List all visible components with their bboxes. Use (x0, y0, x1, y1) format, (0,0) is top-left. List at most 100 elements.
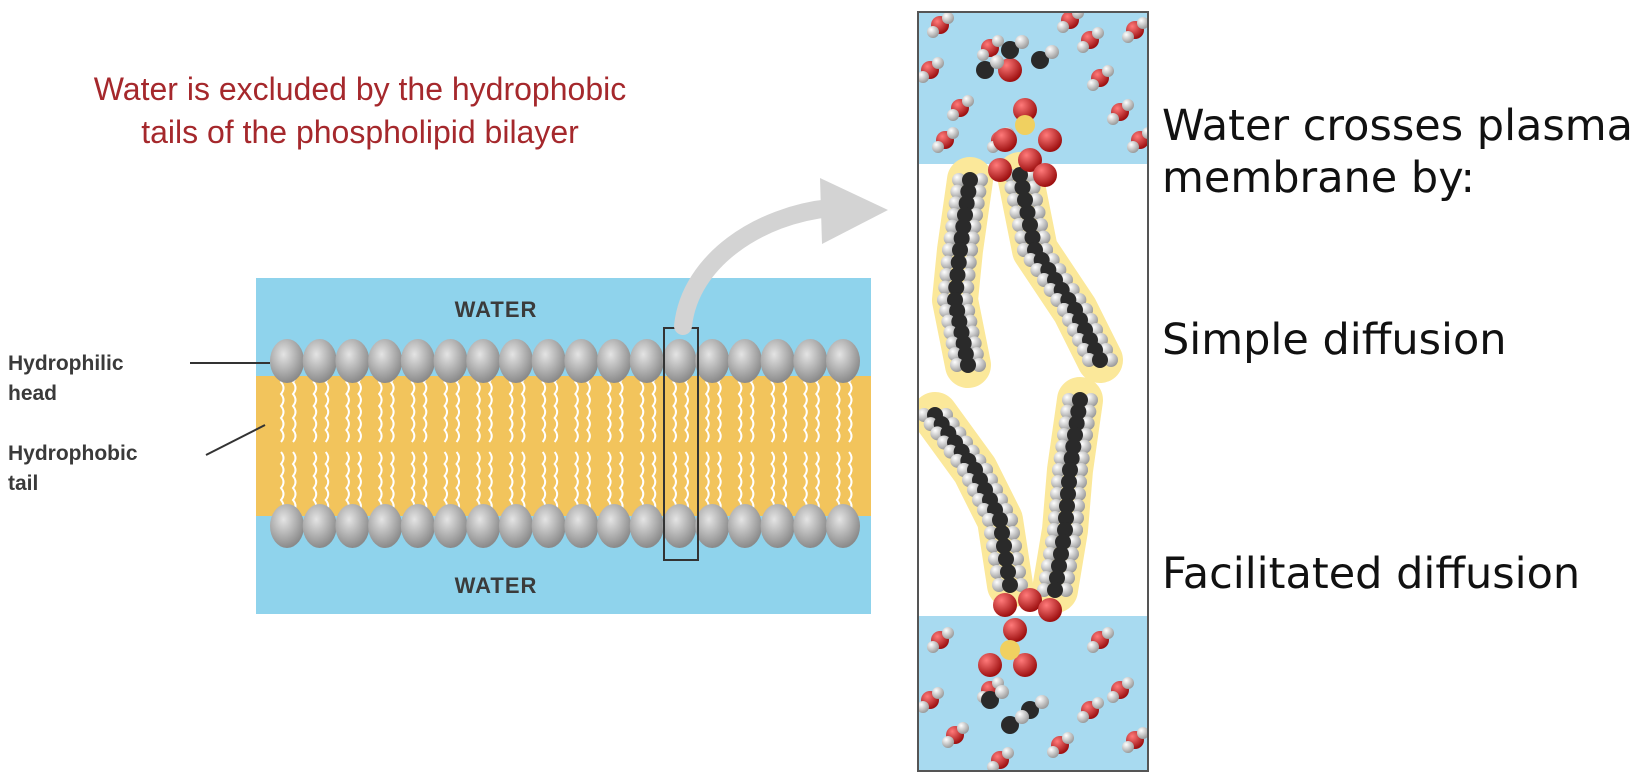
hydrogen-atom (1007, 193, 1021, 207)
hydrogen-atom (988, 552, 1002, 566)
hydrogen-atom (1052, 463, 1066, 477)
hydrogen-atom (942, 12, 954, 24)
hydrogen-atom (1043, 283, 1058, 297)
head-bottom (335, 504, 370, 548)
hydrogen-atom (1014, 578, 1028, 592)
head-bottom (662, 504, 697, 548)
hydrogen-atom (1104, 353, 1118, 367)
hydrogen-atom (957, 722, 969, 734)
hydrogen-atom (945, 219, 960, 234)
carbon-atom (1061, 474, 1077, 490)
carbon-atom (957, 207, 973, 223)
oxygen-atom (993, 128, 1017, 152)
head-top (400, 339, 435, 383)
hydrogen-atom (1069, 523, 1083, 537)
hydrogen-atom (977, 49, 989, 61)
carbon-atom (1024, 229, 1041, 246)
hydrogen-atom (1061, 571, 1075, 585)
tail-line (377, 369, 383, 443)
carbon-atom (1072, 392, 1088, 408)
tail-line (782, 369, 788, 443)
hydrophobic-tail-label-2: tail (8, 472, 38, 495)
hydrophilic-head-label: Hydrophilic (8, 352, 124, 375)
hydrogen-atom (1055, 439, 1070, 454)
tail-line (475, 369, 481, 443)
oxygen-atom (1018, 588, 1042, 612)
head-bottom (270, 504, 304, 548)
hydrogen-atom (959, 293, 973, 307)
head-bottom (826, 504, 860, 548)
hydrogen-atom (942, 736, 954, 748)
hydrogen-atom (969, 347, 984, 362)
hydrogen-atom (1009, 205, 1024, 220)
head-top (695, 339, 730, 383)
tail-line (606, 369, 612, 443)
hydrogen-atom (990, 55, 1004, 69)
hydrogen-atom (1051, 475, 1065, 489)
hydrophilic-heads (270, 339, 860, 548)
head-bottom (400, 504, 435, 548)
hydrogen-atom (964, 243, 978, 257)
carbon-atom (981, 691, 999, 709)
tail-line (553, 369, 559, 443)
carbon-atom (1053, 546, 1069, 562)
hydrogen-atom (992, 578, 1006, 592)
tail-line (651, 369, 657, 443)
hydrogen-atom (1072, 12, 1084, 19)
tail-line (422, 369, 428, 443)
hydrogen-atom (984, 526, 998, 540)
hydrogen-atom (1122, 31, 1134, 43)
hydrogen-atom (1071, 499, 1085, 513)
tail-line (704, 369, 710, 443)
head-top (433, 339, 468, 383)
hydrogen-atom (945, 336, 960, 351)
hydrogen-atom (1075, 451, 1090, 466)
curved-arrow-icon (674, 199, 839, 335)
tail-line (455, 369, 461, 443)
hydrogen-atom (948, 196, 963, 211)
head-bottom (368, 504, 403, 548)
hydrogen-atom (1058, 416, 1073, 431)
head-top (727, 339, 762, 383)
hydrogen-atom (967, 336, 982, 351)
hydrogen-atom (952, 173, 966, 187)
hydrogen-atom (1080, 416, 1095, 431)
head-bottom (695, 504, 730, 548)
carbon-atom (1067, 427, 1083, 443)
hydrogen-atom (947, 109, 959, 121)
hydrogen-atom (1050, 487, 1064, 501)
water-top-label: WATER (455, 297, 538, 322)
hydrogen-atom (982, 513, 996, 527)
side-heading: Water crosses plasma membrane by: (1162, 100, 1633, 204)
tail-line (716, 369, 722, 443)
tail-line (345, 369, 350, 443)
hydrogen-atom (1030, 263, 1045, 277)
carbon-atom (958, 195, 975, 212)
carbon-atom (1057, 522, 1073, 538)
hydrogen-atom (947, 347, 962, 362)
head-bottom (793, 504, 828, 548)
hydrogen-atom (1059, 583, 1073, 597)
carbon-atom (960, 183, 977, 200)
tail-band (256, 376, 871, 516)
carbon-atom (976, 61, 994, 79)
hydrogen-atom (1002, 747, 1014, 759)
oxygen-atom (1003, 618, 1027, 642)
hydrogen-atom (1010, 552, 1024, 566)
oxygen-atom (1013, 653, 1037, 677)
hydrogen-atom (1082, 353, 1096, 367)
hydrogen-atom (1092, 697, 1104, 709)
carbon-atom (1014, 179, 1031, 196)
side-heading-line-1: Water crosses plasma (1162, 101, 1634, 151)
carbon-atom (1049, 570, 1065, 586)
hydrogen-atom (942, 243, 956, 257)
hydrogen-atom (986, 539, 1000, 553)
hydrogen-atom (1084, 393, 1098, 407)
hydrogen-atom (1077, 711, 1089, 723)
head-top (335, 339, 370, 383)
hydrogen-atom (1050, 293, 1065, 307)
hydrogen-atom (1008, 539, 1022, 553)
head-bottom (564, 504, 599, 548)
hydrogen-atom (927, 641, 939, 653)
